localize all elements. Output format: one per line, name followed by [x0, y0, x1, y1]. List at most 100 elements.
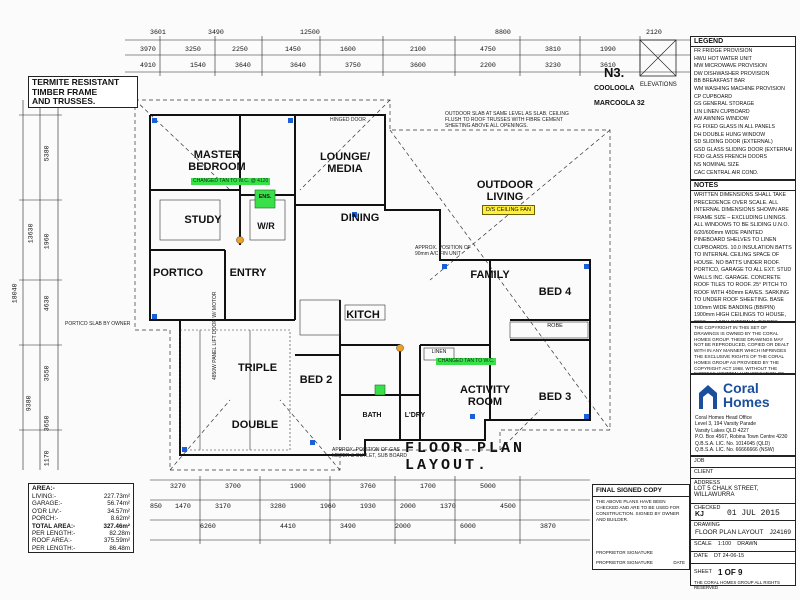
dim-top2-2: 3250 — [185, 46, 201, 53]
floor-plan-title: FLOOR PLAN LAYOUT. — [405, 440, 526, 474]
room-kitchen: KITCH — [346, 309, 380, 321]
brand-address: Coral Homes Head Office Level 3, 194 Var… — [695, 415, 787, 453]
portico-slab-note: PORTICO SLAB BY OWNER — [65, 321, 131, 327]
ac-unit-note: APPROX. POSITION OF 90mm A/C FIN UNIT — [415, 245, 471, 257]
dim-left-5: 4630 — [43, 295, 51, 312]
elevations-label: ELEVATIONS — [640, 82, 677, 88]
dim-bottom2-5: 1960 — [320, 503, 336, 510]
dim-bottom2-3: 3170 — [215, 503, 231, 510]
dim-left-7: 3550 — [43, 365, 51, 382]
copyright-box: THE COPYRIGHT IN THIS SET OF DRAWINGS IS… — [690, 322, 796, 374]
date-row: DATE DT 24-06-15 — [691, 552, 795, 564]
legend-item: DW DISHWASHER PROVISION — [694, 70, 770, 77]
plan-code: N3. — [604, 65, 625, 80]
job-row: JOB — [691, 457, 795, 468]
date-label: DATE — [673, 560, 685, 565]
area-schedule: AREA:- LIVING:-227.73m² GARAGE:-56.74m² … — [28, 483, 134, 553]
notes-box: NOTES WRITTEN DIMENSIONS SHALL TAKE PREC… — [690, 180, 796, 322]
sheet-row: SHEET 1 OF 9 — [691, 564, 795, 580]
sheet-value: 1 OF 9 — [717, 567, 743, 577]
legend-item: MW MICROWAVE PROVISION — [694, 63, 767, 70]
dim-top3-6: 3600 — [410, 62, 426, 69]
brand-license-2: Q.B.S.A. LIC. No. 66666666 (NSW) — [695, 447, 775, 454]
dim-bottom2-7: 2000 — [400, 503, 416, 510]
dim-left-4: 1960 — [43, 233, 51, 250]
dim-bottom-2: 3700 — [225, 483, 241, 490]
dim-top2-4: 1450 — [285, 46, 301, 53]
brand-block: Coral Homes Coral Homes Head Office Leve… — [690, 374, 796, 456]
dim-top2-3: 2250 — [232, 46, 248, 53]
brand-name: Coral Homes — [723, 381, 770, 409]
change-note-master: CHANGED TAN TO W.C. @ 4120 — [191, 178, 271, 185]
date-stamp: 01 JUL 2015 — [727, 509, 780, 518]
room-wir: W/R — [257, 221, 275, 231]
legend-item: SD SLIDING DOOR (EXTERNAL) — [694, 139, 773, 146]
address-line-2: WILLAWURRA — [694, 492, 735, 498]
checked-row: CHECKED KJ 01 JUL 2015 — [691, 504, 795, 521]
dim-top3-9: 3610 — [600, 62, 616, 69]
dim-bottom-5: 1700 — [420, 483, 436, 490]
final-signed-title: FINAL SIGNED COPY — [593, 485, 689, 497]
termite-note-box: TERMITE RESISTANT TIMBER FRAME AND TRUSS… — [28, 76, 138, 108]
brand-address-1: Level 3, 194 Varsity Parade — [695, 421, 757, 428]
brand-name-line1: Coral — [723, 380, 759, 396]
dim-top3-7: 2200 — [480, 62, 496, 69]
legend-item: GSD GLASS SLIDING DOOR (EXTERNAL) — [694, 146, 792, 153]
scale-value: 1:100 — [717, 541, 732, 547]
termite-line-3: AND TRUSSES. — [32, 96, 96, 106]
client-label: CLIENT — [694, 469, 714, 475]
legend-item: HWU HOT WATER UNIT — [694, 55, 752, 62]
dim-top-1: 3601 — [150, 29, 166, 36]
copyright-text: THE COPYRIGHT IN THIS SET OF DRAWINGS IS… — [694, 325, 789, 374]
room-linen: LINEN — [431, 349, 447, 355]
address-row: ADDRESS LOT 5 CHALK STREET, WILLAWURRA — [691, 479, 795, 504]
legend-box: LEGEND FR FRIDGE PROVISION HWU HOT WATER… — [690, 36, 796, 180]
change-note-bath: CHANGED TAN TO W.C. — [436, 358, 497, 365]
room-double: DOUBLE — [231, 419, 279, 431]
legend-item: AW AWNING WINDOW — [694, 116, 749, 123]
legend-item: DH DOUBLE HUNG WINDOW — [694, 131, 766, 138]
proprietor-signature-label-2: PROPRIETOR SIGNATURE — [596, 560, 653, 565]
room-portico: PORTICO — [153, 267, 204, 279]
brand-license-1: Q.B.S.A. LIC. No. 1014045 (QLD) — [695, 440, 771, 447]
legend-item: FDD GLASS FRENCH DOORS — [694, 154, 767, 161]
room-family: FAMILY — [470, 269, 510, 281]
elevation-name: COOLOOLA — [594, 85, 635, 92]
dim-left-3: 5380 — [43, 145, 51, 162]
proprietor-signature-label: PROPRIETOR SIGNATURE — [596, 550, 653, 555]
notes-text: WRITTEN DIMENSIONS SHALL TAKE PRECEDENCE… — [694, 192, 792, 321]
checked-label: CHECKED — [694, 505, 721, 511]
dim-top3-4: 3640 — [290, 62, 306, 69]
dim-left-9: 1170 — [43, 450, 51, 467]
dim-bottom3-6: 3870 — [540, 523, 556, 530]
room-bed2: BED 2 — [299, 374, 333, 386]
dim-left-2: 13630 — [27, 223, 35, 244]
notes-title: NOTES — [691, 181, 795, 191]
dim-bottom3-4: 2000 — [395, 523, 411, 530]
hinged-door-note: HINGED DOOR — [330, 117, 366, 123]
drawing-number: J24169 — [769, 529, 791, 536]
brand-office: Coral Homes Head Office — [695, 415, 752, 421]
area-row: PER LENGTH:-86.48m — [32, 544, 130, 552]
facade-name: MARCOOLA 32 — [594, 100, 645, 107]
area-row: TOTAL AREA:-327.46m² — [32, 522, 130, 530]
area-row: PER LENGTH:-82.28m — [32, 530, 130, 538]
brand-address-2: Varsity Lakes QLD 4227 — [695, 427, 749, 434]
dim-top3-8: 3230 — [545, 62, 561, 69]
dim-bottom2-4: 3280 — [270, 503, 286, 510]
dim-top3-5: 3750 — [345, 62, 361, 69]
gas-meter-note: APPROX. POSITION OF GAS METER & OUTLET, … — [332, 447, 408, 459]
green-wc-patch-bath — [374, 384, 386, 396]
room-outdoor-living: OUTDOOR LIVING — [476, 179, 534, 203]
termite-line-1: TERMITE RESISTANT — [32, 77, 120, 87]
room-bed4: BED 4 — [538, 286, 572, 298]
dim-top2-7: 4750 — [480, 46, 496, 53]
dim-top3-1: 4910 — [140, 62, 156, 69]
area-row: PORCH:-8.62m² — [32, 515, 130, 523]
dim-bottom-6: 5000 — [480, 483, 496, 490]
date-value: DT 24-06-15 — [713, 553, 745, 559]
drawing-label: DRAWING — [694, 522, 720, 528]
final-signed-copy-box: FINAL SIGNED COPY THE ABOVE PLANS HAVE B… — [592, 484, 690, 570]
dim-bottom2-2: 1470 — [175, 503, 191, 510]
